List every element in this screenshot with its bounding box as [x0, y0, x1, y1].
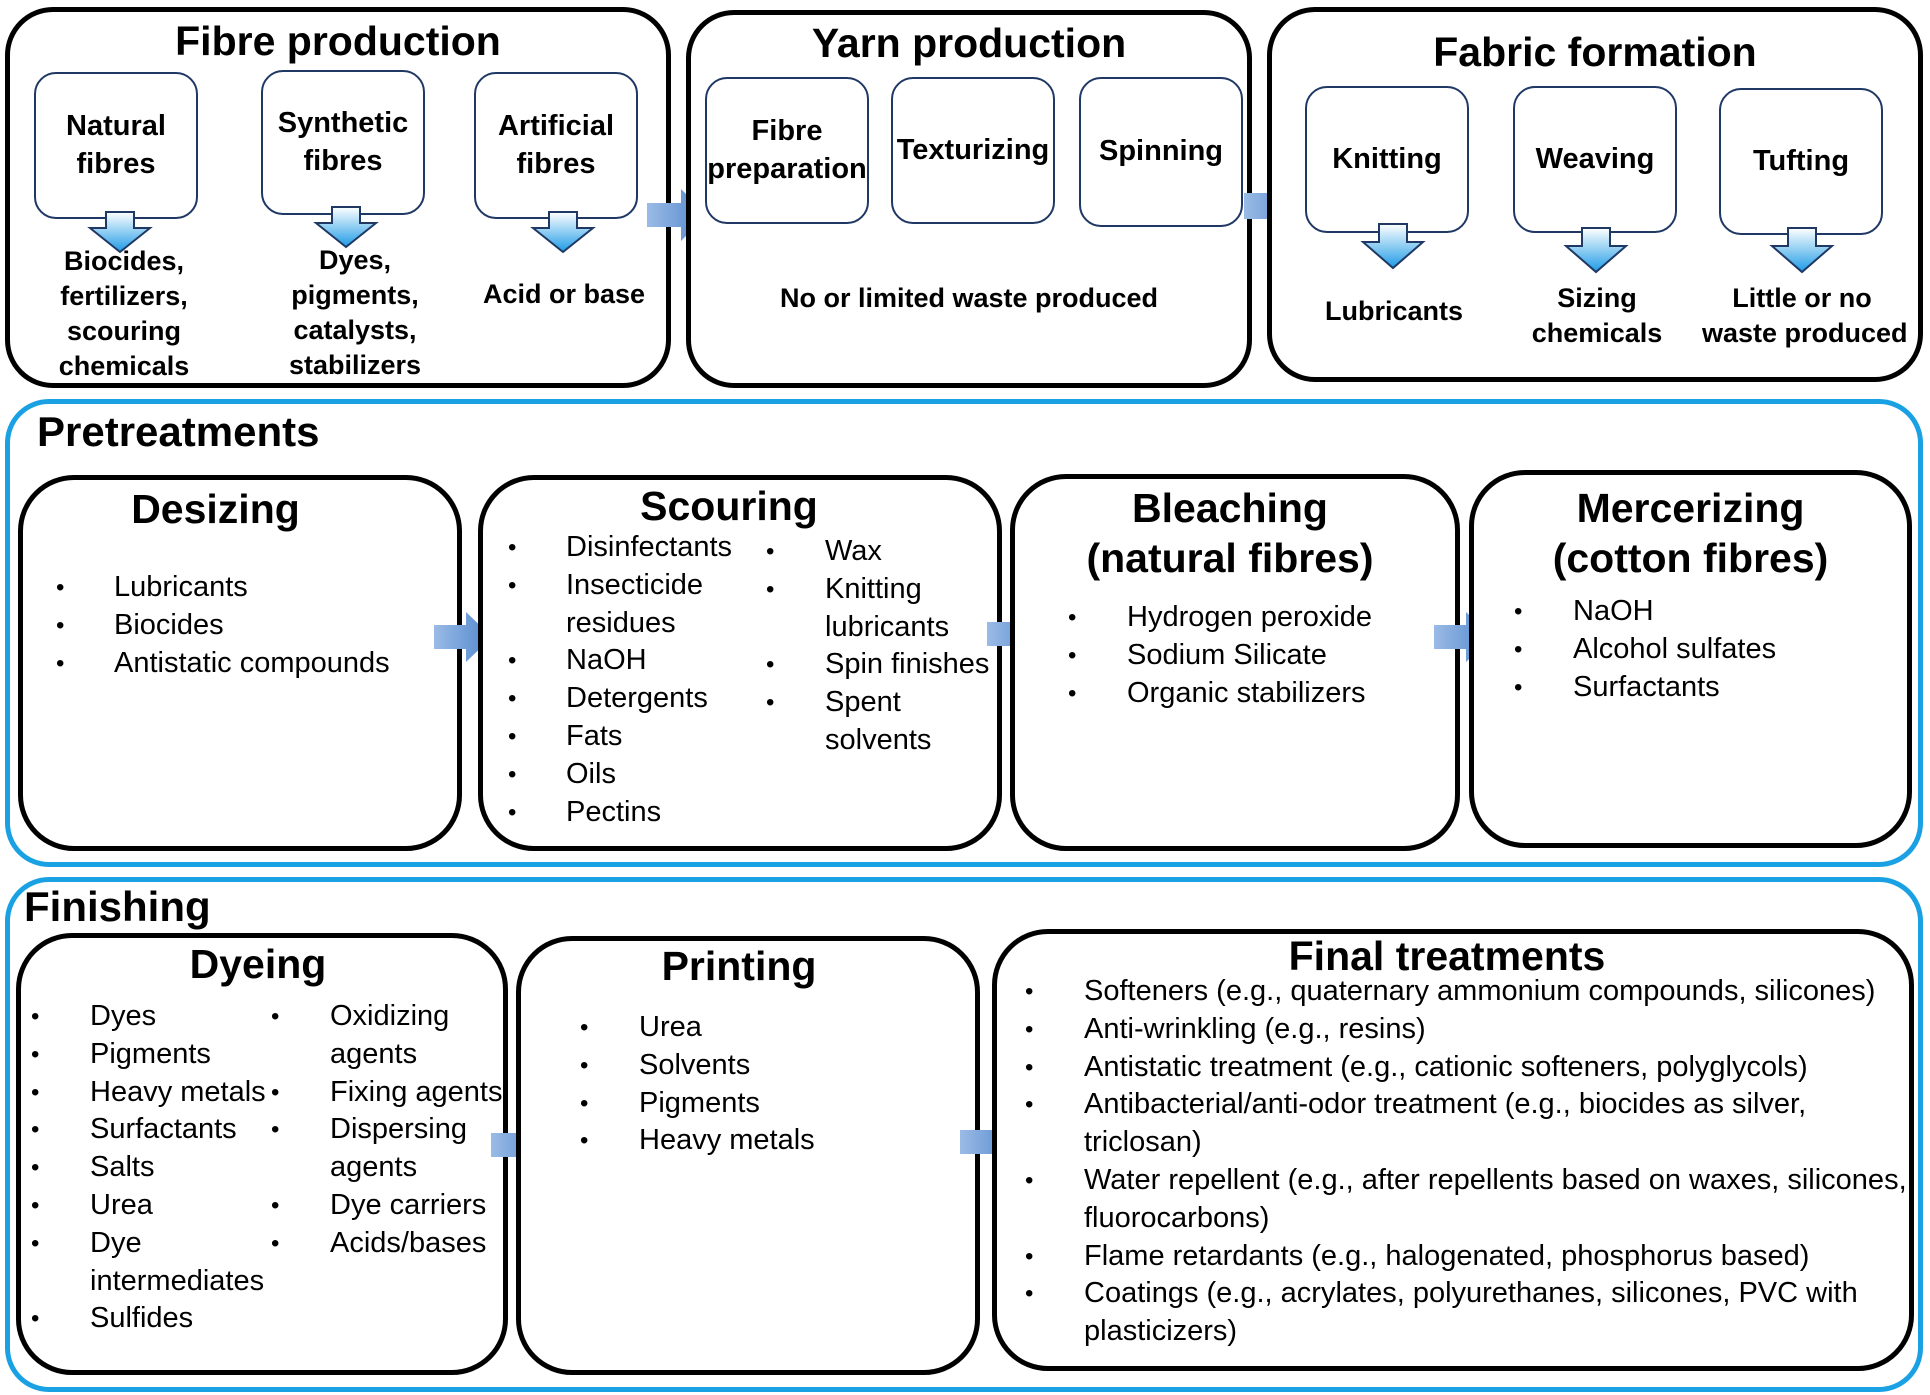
dyeing-list-2: Oxidizing agents Fixing agents Dispersin…	[271, 998, 503, 1263]
list-item: fluorocarbons)	[1084, 1201, 1270, 1234]
knitting-box: Knitting	[1305, 86, 1469, 233]
list-item: NaOH	[508, 642, 732, 680]
knitting-waste: Lubricants	[1324, 296, 1464, 326]
list-item: Acids/bases	[271, 1225, 503, 1263]
fabric-formation-title: Fabric formation	[1433, 29, 1757, 75]
list-item: residues	[566, 606, 676, 639]
list-item: agents	[330, 1151, 418, 1184]
scouring-list-2: Wax Knitting lubricants Spin finishes Sp…	[766, 533, 989, 760]
list-item: lubricants	[825, 610, 950, 643]
down-arrow-icon	[530, 211, 596, 254]
down-arrow-icon	[1360, 223, 1426, 270]
list-item: Spent	[766, 684, 989, 722]
list-item: Spin finishes	[766, 646, 989, 684]
down-arrow-icon	[1563, 227, 1629, 274]
list-item: Urea	[580, 1009, 815, 1047]
artificial-fibres-waste: Acid or base	[482, 279, 646, 309]
down-arrow-icon	[87, 211, 153, 254]
list-item: intermediates	[90, 1264, 265, 1297]
mercerizing-title: Mercerizing (cotton fibres)	[1552, 485, 1829, 581]
list-item: Fixing agents	[271, 1074, 503, 1112]
list-item: NaOH	[1514, 593, 1776, 631]
list-item: Knitting	[766, 571, 989, 609]
yarn-waste-note: No or limited waste produced	[779, 283, 1159, 313]
list-item: Coatings (e.g., acrylates, polyurethanes…	[1025, 1275, 1907, 1313]
dyeing-title: Dyeing	[189, 941, 327, 987]
bleaching-list: Hydrogen peroxide Sodium Silicate Organi…	[1068, 599, 1372, 712]
list-item: Sodium Silicate	[1068, 637, 1372, 675]
bleaching-title: Bleaching (natural fibres)	[1086, 485, 1374, 581]
list-item: Alcohol sulfates	[1514, 631, 1776, 669]
list-item: solvents	[825, 723, 932, 756]
list-item: Disinfectants	[508, 529, 732, 567]
printing-title: Printing	[661, 943, 817, 989]
right-arrow-icon	[434, 612, 492, 662]
pretreatments-section	[5, 399, 1923, 867]
list-item: Lubricants	[56, 569, 390, 607]
list-item: triclosan)	[1084, 1126, 1202, 1159]
list-item: Heavy metals	[31, 1074, 266, 1112]
down-arrow-icon	[313, 206, 379, 249]
yarn-production-title: Yarn production	[811, 20, 1127, 66]
list-item: Dispersing	[271, 1111, 503, 1149]
spinning-box: Spinning	[1079, 77, 1243, 227]
weaving-box: Weaving	[1513, 86, 1677, 233]
down-arrow-icon	[1769, 227, 1835, 274]
tufting-box: Tufting	[1719, 88, 1883, 235]
list-item: Dyes	[31, 998, 266, 1036]
list-item: Sulfides	[31, 1300, 266, 1338]
scouring-list-1: Disinfectants Insecticide residues NaOH …	[508, 529, 732, 831]
list-item: Antistatic compounds	[56, 645, 390, 683]
desizing-title: Desizing	[131, 486, 300, 532]
list-item: Detergents	[508, 680, 732, 718]
list-item: Surfactants	[31, 1111, 266, 1149]
list-item: Pigments	[31, 1036, 266, 1074]
list-item: Insecticide	[508, 567, 732, 605]
list-item: Hydrogen peroxide	[1068, 599, 1372, 637]
list-item: Salts	[31, 1149, 266, 1187]
list-item: Antistatic treatment (e.g., cationic sof…	[1025, 1049, 1907, 1087]
finishing-section	[5, 877, 1923, 1392]
final-treatments-list: Softeners (e.g., quaternary ammonium com…	[1025, 973, 1907, 1351]
pretreatments-title: Pretreatments	[37, 408, 320, 455]
list-item: Surfactants	[1514, 669, 1776, 707]
list-item: Wax	[766, 533, 989, 571]
list-item: Pigments	[580, 1085, 815, 1123]
list-item: Urea	[31, 1187, 266, 1225]
list-item: Fats	[508, 718, 732, 756]
synthetic-fibres-waste: Dyes,pigments,catalysts,stabilizers	[288, 245, 422, 381]
list-item: Dye	[31, 1225, 266, 1263]
dyeing-list-1: Dyes Pigments Heavy metals Surfactants S…	[31, 998, 266, 1338]
list-item: Dye carriers	[271, 1187, 503, 1225]
list-item: Antibacterial/anti-odor treatment (e.g.,…	[1025, 1086, 1907, 1124]
list-item: Oxidizing	[271, 998, 503, 1036]
list-item: Flame retardants (e.g., halogenated, pho…	[1025, 1238, 1907, 1276]
list-item: Biocides	[56, 607, 390, 645]
list-item: Softeners (e.g., quaternary ammonium com…	[1025, 973, 1907, 1011]
list-item: agents	[330, 1037, 418, 1070]
list-item: Water repellent (e.g., after repellents …	[1025, 1162, 1907, 1200]
list-item: Organic stabilizers	[1068, 675, 1372, 713]
final-treatments-title: Final treatments	[1288, 933, 1606, 979]
list-item: plasticizers)	[1084, 1315, 1238, 1348]
mercerizing-list: NaOH Alcohol sulfates Surfactants	[1514, 593, 1776, 706]
printing-list: Urea Solvents Pigments Heavy metals	[580, 1009, 815, 1160]
texturizing-box: Texturizing	[891, 77, 1055, 224]
list-item: Pectins	[508, 794, 732, 832]
scouring-title: Scouring	[640, 483, 818, 529]
list-item: Anti-wrinkling (e.g., resins)	[1025, 1011, 1907, 1049]
list-item: Oils	[508, 756, 732, 794]
desizing-list: Lubricants Biocides Antistatic compounds	[56, 569, 390, 682]
list-item: Heavy metals	[580, 1122, 815, 1160]
finishing-title: Finishing	[24, 883, 211, 930]
fibre-production-title: Fibre production	[175, 18, 501, 64]
list-item: Solvents	[580, 1047, 815, 1085]
